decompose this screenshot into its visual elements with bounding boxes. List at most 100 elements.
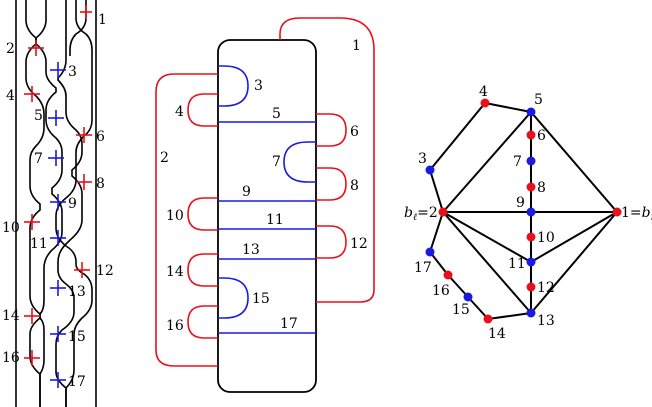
- crossing-label: 5: [34, 108, 43, 124]
- graph-edge: [429, 169, 444, 213]
- vertex-label: 6: [537, 128, 546, 144]
- graph-vertex: [526, 156, 536, 166]
- right-graph-panel: 1=br bℓ=2 3 4 5 6 7 8 9 10 11 12 13 14 1…: [404, 84, 652, 342]
- arc-label: 2: [160, 150, 169, 166]
- arc-label: 14: [166, 264, 184, 280]
- crossing-label: 2: [6, 41, 15, 57]
- crossing-label: 15: [68, 329, 86, 345]
- graph-vertex: [480, 98, 490, 108]
- graph-vertex: [526, 232, 536, 242]
- vertex-label: 4: [479, 84, 488, 100]
- red-arc: [187, 253, 218, 287]
- arc-label: 3: [254, 78, 263, 94]
- graph-vertex: [526, 257, 536, 267]
- arc-label: 11: [266, 212, 284, 228]
- blue-arc: [283, 141, 316, 183]
- graph-vertex: [526, 207, 536, 217]
- graph-edge: [442, 111, 532, 213]
- arc-label: 4: [175, 104, 184, 120]
- vertex-label: 12: [537, 280, 555, 296]
- red-arc: [187, 93, 218, 127]
- graph-vertex: [526, 282, 536, 292]
- graph-edge: [484, 102, 532, 113]
- graph-vertex: [526, 130, 536, 140]
- graph-edge: [429, 102, 486, 171]
- red-arc: [316, 113, 347, 147]
- arc-label: 17: [280, 316, 298, 332]
- graph-edge: [530, 211, 618, 314]
- vertex-label: 10: [537, 230, 555, 246]
- crossing-label: 14: [2, 308, 20, 324]
- braid-strand: [35, 0, 63, 407]
- blue-arc: [218, 277, 249, 319]
- crossing-label: 16: [2, 350, 20, 366]
- graph-vertex: [443, 270, 453, 280]
- crossing-label: 6: [96, 129, 105, 145]
- vertex-label: 17: [414, 260, 432, 276]
- middle-arc-panel: 1 2 3 4 5 6 7 8 9 10 11 12 13 14 15 16 1…: [155, 17, 375, 393]
- red-arc: [279, 17, 375, 303]
- arc-label: 6: [350, 124, 359, 140]
- crossing-label: 1: [98, 12, 107, 28]
- graph-vertex: [425, 165, 435, 175]
- crossing-label: 11: [30, 236, 48, 252]
- arc-label: 1: [352, 38, 361, 54]
- vertex-label: 9: [516, 195, 525, 211]
- blue-arc: [218, 65, 249, 107]
- graph-vertex: [483, 314, 493, 324]
- vertex-label: 16: [432, 283, 450, 299]
- graph-edges: [429, 102, 618, 320]
- crossing-label: 10: [2, 220, 20, 236]
- arc-label: 12: [350, 236, 368, 252]
- arc-label: 13: [242, 242, 260, 258]
- arc-label: 5: [272, 106, 281, 122]
- graph-edge: [467, 296, 489, 320]
- arc-label: 7: [272, 154, 281, 170]
- crossing-label: 12: [96, 263, 114, 279]
- arc-label: 16: [166, 318, 184, 334]
- arc-label: 9: [242, 184, 251, 200]
- arc-label: 10: [166, 208, 184, 224]
- vertex-label: 5: [534, 92, 543, 108]
- vertex-label: 15: [452, 302, 470, 318]
- vertex-label: bℓ=2: [404, 205, 438, 223]
- graph-edge: [530, 111, 618, 213]
- vertex-label: 11: [508, 256, 526, 272]
- red-arc: [316, 225, 347, 259]
- left-braid-panel: 1 2 3 4 5 6 7 8 9 10 11 12 13 14 15 16 1…: [2, 0, 114, 407]
- graph-vertex: [526, 107, 536, 117]
- graph-edge: [530, 211, 618, 263]
- graph-vertex: [425, 247, 435, 257]
- arc-label: 15: [252, 291, 270, 307]
- red-arc: [187, 305, 218, 339]
- graph-vertex: [526, 182, 536, 192]
- crossing-label: 8: [96, 176, 105, 192]
- graph-edge: [447, 274, 469, 298]
- graph-edge: [429, 211, 444, 253]
- crossing-label: 17: [68, 374, 86, 390]
- graph-vertex: [526, 308, 536, 318]
- braid-strand: [55, 0, 83, 407]
- braid-strand: [25, 0, 45, 407]
- graph-edge: [429, 251, 449, 276]
- arc-label: 8: [350, 178, 359, 194]
- crossing-label: 9: [68, 196, 77, 212]
- graph-vertex: [463, 292, 473, 302]
- central-box: [217, 39, 317, 393]
- vertex-label: 13: [537, 313, 555, 329]
- vertex-label: 8: [537, 180, 546, 196]
- graph-vertex: [612, 207, 622, 217]
- crossing-label: 3: [68, 64, 77, 80]
- red-arc: [316, 167, 347, 201]
- vertex-label: 3: [418, 151, 427, 167]
- crossing-label: 7: [34, 151, 43, 167]
- red-arc: [187, 197, 218, 231]
- crossing-label: 13: [68, 284, 86, 300]
- graph-edge: [487, 312, 532, 320]
- vertex-label: 1=br: [621, 205, 652, 223]
- graph-vertex: [438, 207, 448, 217]
- graph-edge: [442, 211, 532, 263]
- red-arc: [155, 73, 218, 367]
- vertex-label: 14: [488, 326, 506, 342]
